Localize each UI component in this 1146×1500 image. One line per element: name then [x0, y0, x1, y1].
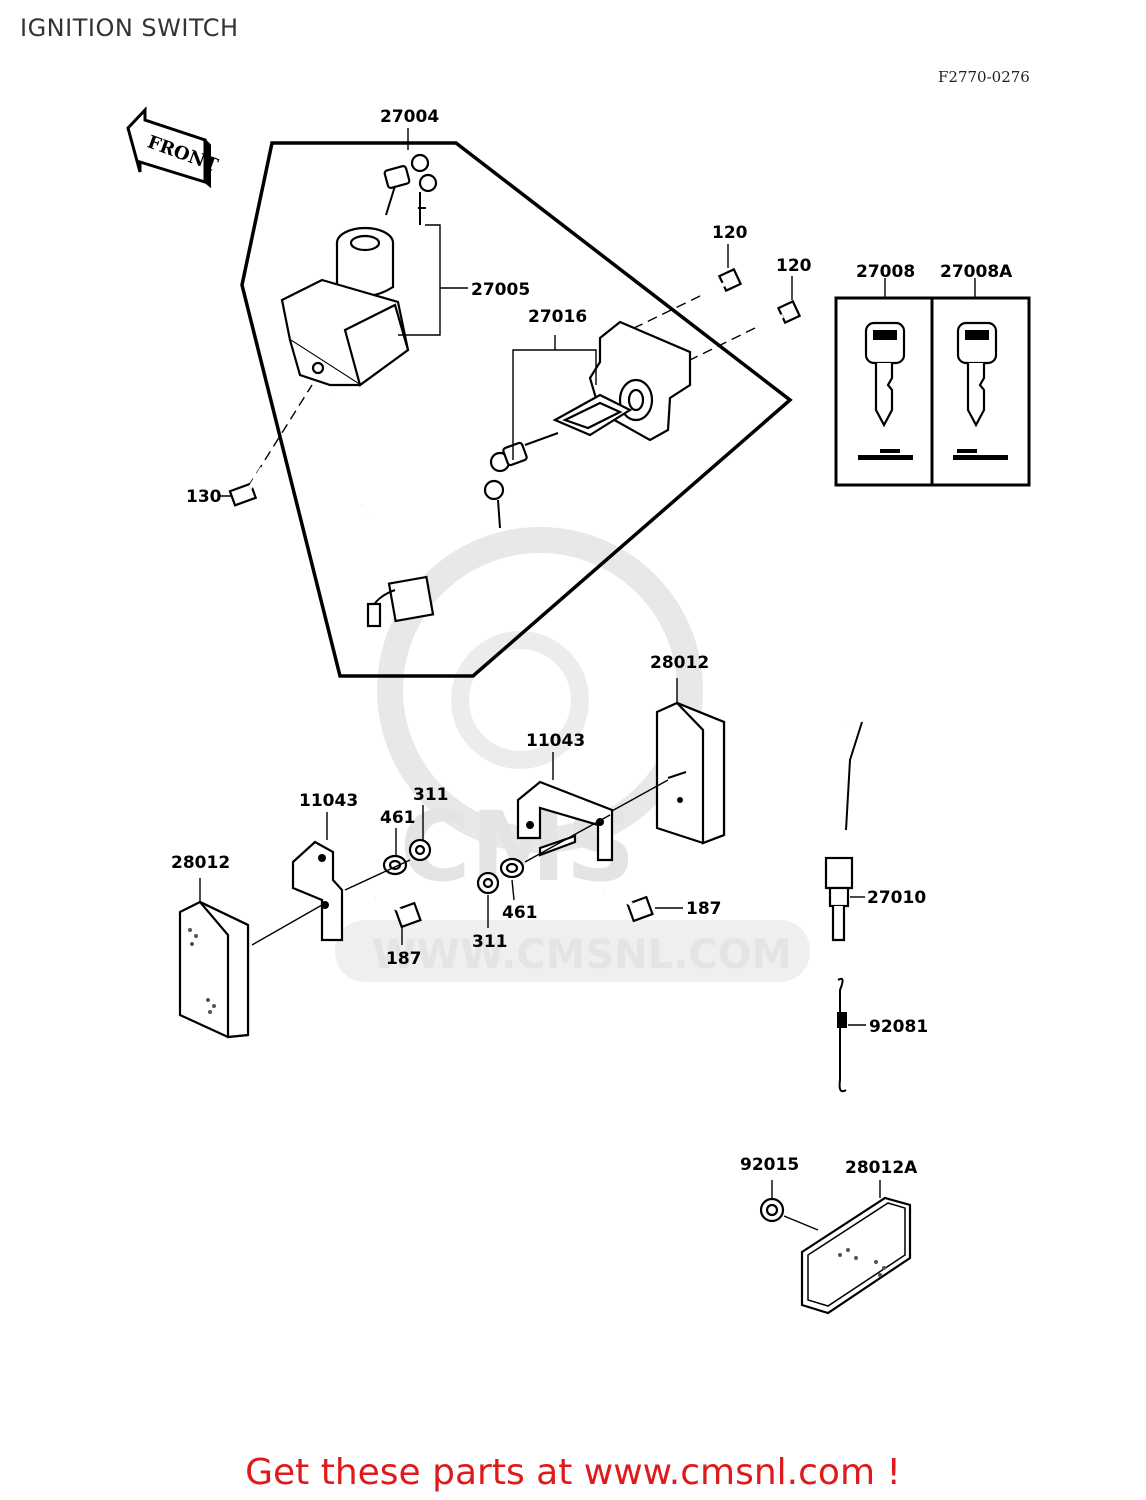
- watermark-url: WWW.CMSNL.COM: [372, 932, 792, 978]
- reflector-28012a: [759, 1180, 912, 1315]
- keys-27004: [383, 153, 438, 225]
- label-92015: 92015: [740, 1155, 799, 1175]
- label-27004: 27004: [380, 107, 439, 127]
- label-28012a: 28012A: [845, 1158, 918, 1178]
- keys-27016: [483, 432, 559, 529]
- bracket-11043-right: [516, 752, 614, 862]
- helmet-lock-27016: [552, 320, 692, 442]
- label-27008a: 27008A: [940, 262, 1013, 282]
- label-187-right: 187: [686, 899, 722, 919]
- brake-switch-27010: [824, 721, 865, 942]
- bolts-120: [629, 244, 802, 361]
- bolt-130: [228, 466, 264, 507]
- fasteners-left: [344, 805, 432, 945]
- label-461-bottom: 461: [502, 903, 538, 923]
- assembly-boundary: [240, 141, 793, 678]
- reflector-28012-right: [609, 678, 726, 845]
- spring-92081: [837, 977, 866, 1093]
- diagram-code: F2770-0276: [938, 68, 1030, 86]
- label-92081: 92081: [869, 1017, 928, 1037]
- leader-lines-27016: [512, 335, 597, 460]
- label-27010: 27010: [867, 888, 926, 908]
- part-labels: 27004 27005 130 120 120 27016 27008 2700…: [171, 107, 1013, 1178]
- label-130: 130: [186, 487, 222, 507]
- label-28012-left: 28012: [171, 853, 230, 873]
- label-120-lower: 120: [776, 256, 812, 276]
- page-title: IGNITION SWITCH: [20, 14, 239, 42]
- promo-link[interactable]: Get these parts at www.cmsnl.com !: [245, 1452, 901, 1493]
- label-27005: 27005: [471, 280, 530, 300]
- label-461-top: 461: [380, 808, 416, 828]
- label-27008: 27008: [856, 262, 915, 282]
- label-11043-left: 11043: [299, 791, 358, 811]
- fasteners-right: [476, 814, 683, 928]
- ignition-switch-27005: [280, 226, 435, 628]
- label-311-top: 311: [413, 785, 449, 805]
- label-187-bottom: 187: [386, 949, 422, 969]
- bracket-11043-left: [291, 812, 344, 942]
- label-120-upper: 120: [712, 223, 748, 243]
- label-28012-top: 28012: [650, 653, 709, 673]
- label-27016: 27016: [528, 307, 587, 327]
- blank-key-box: [834, 278, 1031, 487]
- front-marker: FRONT: [126, 106, 221, 189]
- label-311-bottom: 311: [472, 932, 508, 952]
- label-11043-right: 11043: [526, 731, 585, 751]
- reflector-28012-left: [178, 878, 323, 1039]
